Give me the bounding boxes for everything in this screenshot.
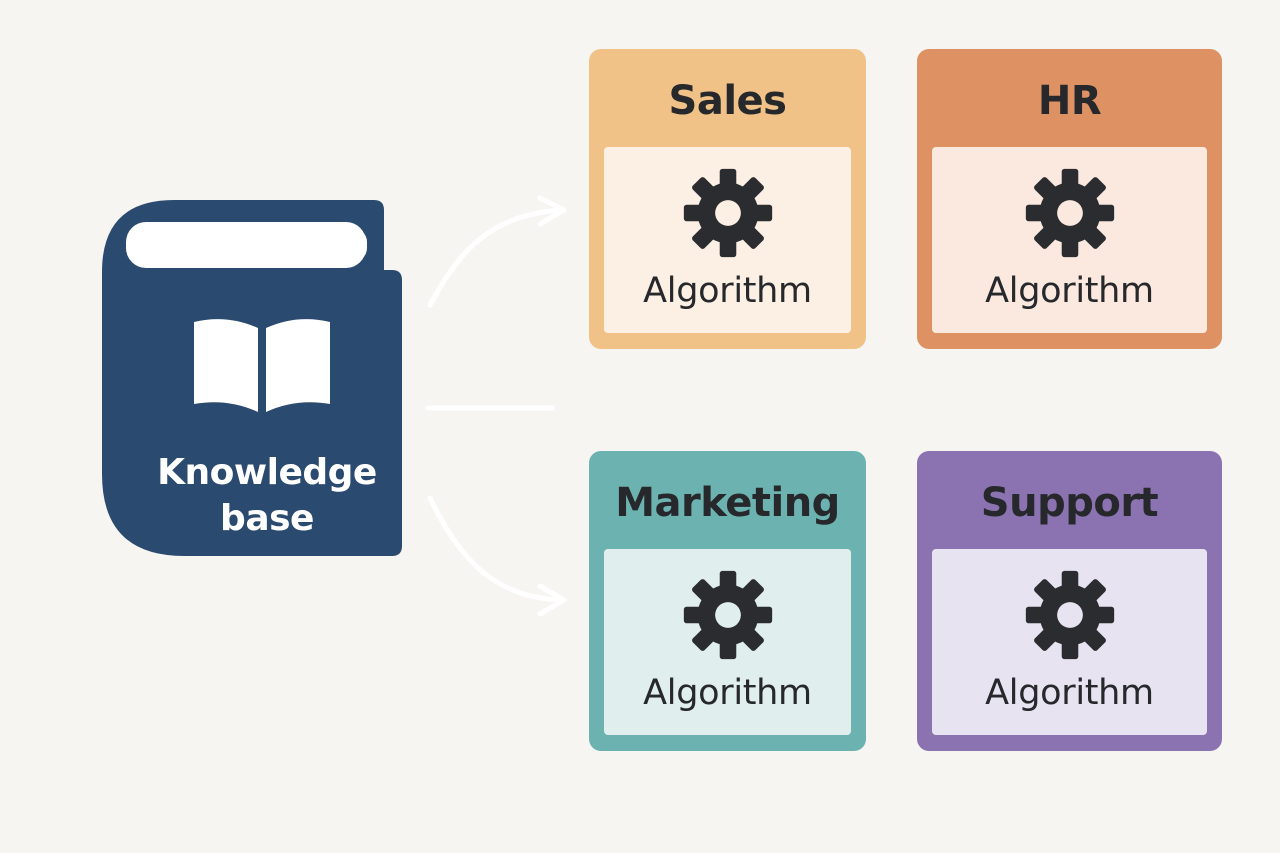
algorithm-label: Algorithm	[643, 673, 812, 713]
department-title: HR	[1037, 78, 1102, 124]
gear-icon	[683, 168, 772, 258]
knowledge-base-label-line1: Knowledge	[157, 452, 377, 493]
arrow-to-marketing	[427, 495, 565, 603]
algorithm-label: Algorithm	[643, 271, 812, 311]
arrow-to-sales	[427, 207, 565, 308]
knowledge-base-label-line2: base	[220, 498, 314, 539]
department-card-sales: Sales Algorithm	[589, 49, 866, 349]
algorithm-panel: Algorithm	[932, 549, 1207, 735]
knowledge-base: Knowledge base	[102, 200, 402, 556]
department-title: Sales	[668, 78, 787, 124]
department-card-hr: HR Algorithm	[917, 49, 1222, 349]
arrow-head-sales	[537, 195, 567, 227]
algorithm-panel: Algorithm	[932, 147, 1207, 333]
department-title: Support	[980, 480, 1159, 526]
gear-icon	[1025, 570, 1114, 660]
gear-icon	[1025, 168, 1114, 258]
knowledge-base-label: Knowledge base	[102, 450, 432, 542]
department-card-marketing: Marketing Algorithm	[589, 451, 866, 751]
algorithm-label: Algorithm	[985, 271, 1154, 311]
algorithm-panel: Algorithm	[604, 147, 851, 333]
open-book-icon	[194, 319, 330, 412]
arrow-head-marketing	[537, 583, 567, 617]
department-title: Marketing	[615, 480, 840, 526]
algorithm-label: Algorithm	[985, 673, 1154, 713]
algorithm-panel: Algorithm	[604, 549, 851, 735]
department-card-support: Support Algorithm	[917, 451, 1222, 751]
book-icon	[102, 200, 402, 556]
gear-icon	[683, 570, 772, 660]
